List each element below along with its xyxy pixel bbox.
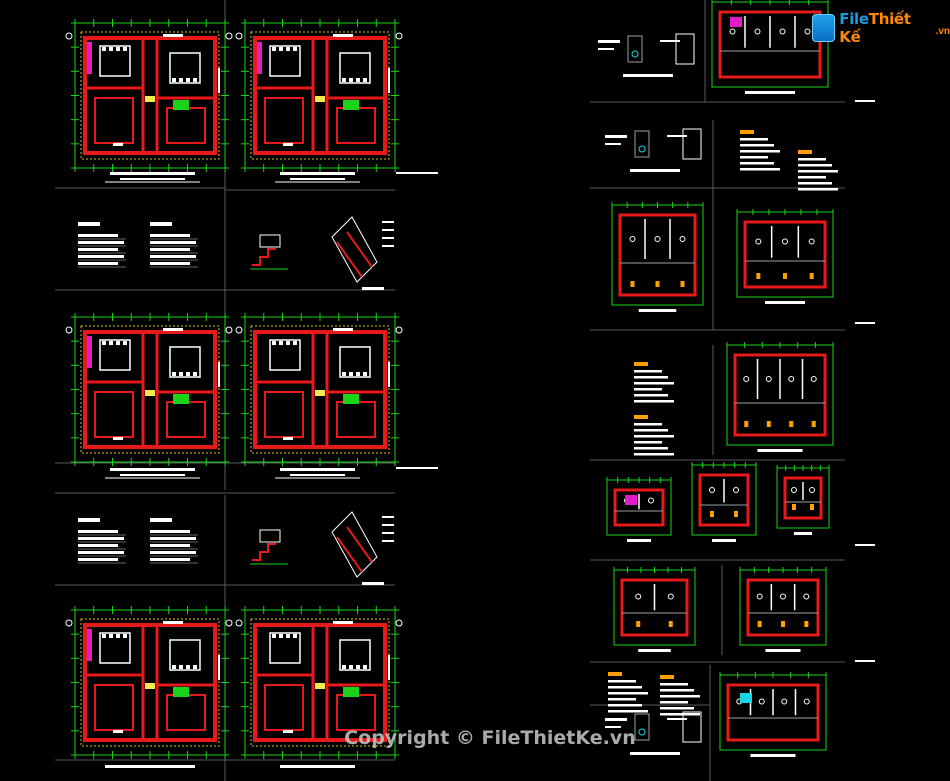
note-block-3	[78, 518, 126, 564]
toilet-section-1	[613, 567, 696, 652]
sheet-label-r3	[855, 544, 875, 546]
sheet-label-r4	[855, 660, 875, 662]
sheet-label-r1	[855, 100, 875, 102]
sheet-label-r2	[855, 322, 875, 324]
note-block-1	[78, 222, 126, 268]
toilet-plan-4	[719, 672, 827, 757]
sheet-label-1	[396, 172, 438, 174]
floor-plan-6	[235, 606, 403, 759]
note-panel-3	[634, 362, 674, 403]
title-block-2	[275, 172, 360, 183]
sheet-label-2	[396, 467, 438, 469]
title-block-6	[280, 765, 355, 768]
note-panel-2	[798, 150, 838, 191]
copyright-watermark: Copyright © FileThietKe.vn	[344, 727, 636, 749]
detail-elevation-2	[605, 128, 702, 172]
filethietke-logo[interactable]: FileThiết Kế .vn	[812, 10, 950, 46]
note-panel-5	[608, 672, 648, 713]
toilet-plan-2	[611, 202, 704, 312]
logo-text: FileThiết Kế	[839, 10, 911, 46]
logo-file-icon	[812, 14, 836, 42]
detail-elevation-3	[605, 711, 702, 755]
note-block-4	[150, 518, 198, 564]
toilet-section-2	[739, 567, 827, 652]
stair-detail-1	[250, 216, 394, 290]
note-panel-1	[740, 130, 780, 171]
logo-tld: .vn	[935, 25, 950, 37]
title-block-3	[105, 468, 200, 479]
toilet-elevation-4	[776, 465, 830, 535]
note-block-2	[150, 222, 198, 268]
stair-detail-2	[250, 511, 394, 585]
floor-plan-1	[65, 19, 233, 172]
floor-plan-3	[65, 313, 233, 466]
toilet-plan-3	[606, 477, 672, 542]
toilet-plan-1	[711, 0, 829, 94]
title-block-5	[105, 765, 195, 768]
title-block-4	[275, 468, 360, 479]
floor-plan-2	[235, 19, 403, 172]
toilet-elevation-1	[736, 209, 834, 304]
floor-plan-4	[235, 313, 403, 466]
toilet-elevation-2	[726, 342, 834, 452]
title-block-1	[105, 172, 200, 183]
detail-elevation-1	[598, 33, 695, 77]
note-panel-6	[660, 675, 700, 716]
floor-plan-5	[65, 606, 233, 759]
note-panel-4	[634, 415, 674, 456]
toilet-elevation-3	[691, 462, 757, 542]
